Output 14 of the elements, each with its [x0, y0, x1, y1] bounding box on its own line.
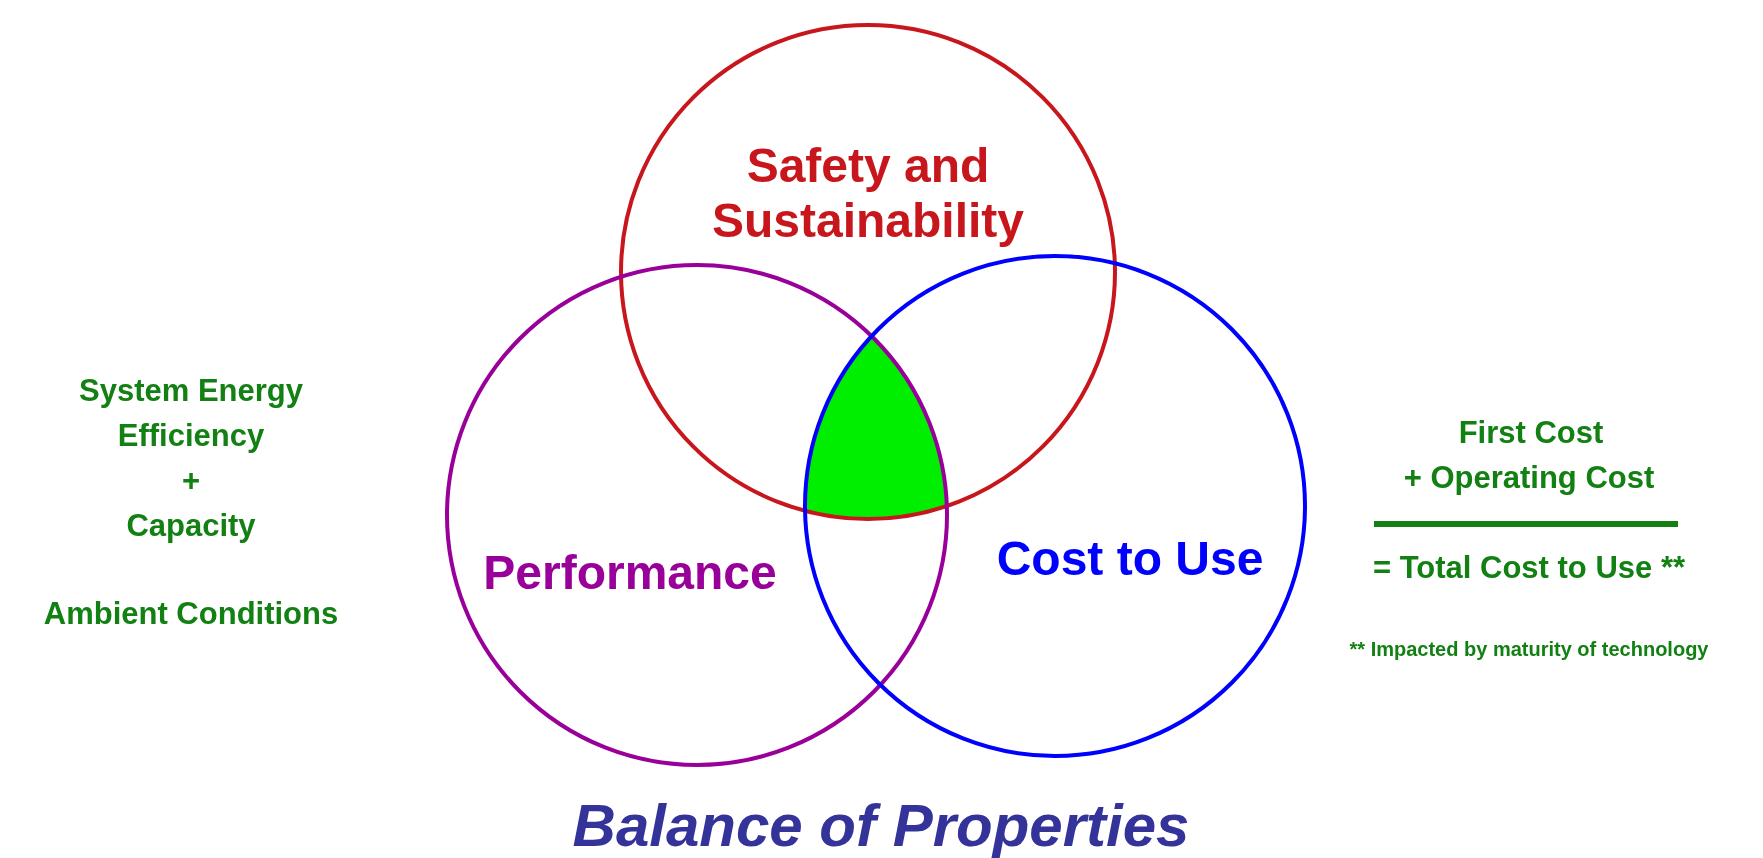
circle-label: Safety and Sustainability: [710, 138, 1026, 249]
text-label: +: [181, 463, 201, 499]
footnote: ** Impacted by maturity of technology: [1349, 637, 1709, 661]
text-label: Capacity: [126, 508, 256, 544]
circle: [803, 254, 1307, 758]
circle: [619, 23, 1117, 521]
text-label: System Energy Efficiency: [78, 372, 304, 455]
text-label: = Total Cost to Use **: [1372, 550, 1686, 586]
text-label: First Cost: [1458, 415, 1604, 451]
circle: [445, 263, 949, 767]
circle-label: Cost to Use: [995, 531, 1265, 587]
text-label: + Operating Cost: [1403, 460, 1655, 496]
circle-label: Performance: [482, 545, 778, 601]
text-label: Ambient Conditions: [43, 596, 339, 632]
